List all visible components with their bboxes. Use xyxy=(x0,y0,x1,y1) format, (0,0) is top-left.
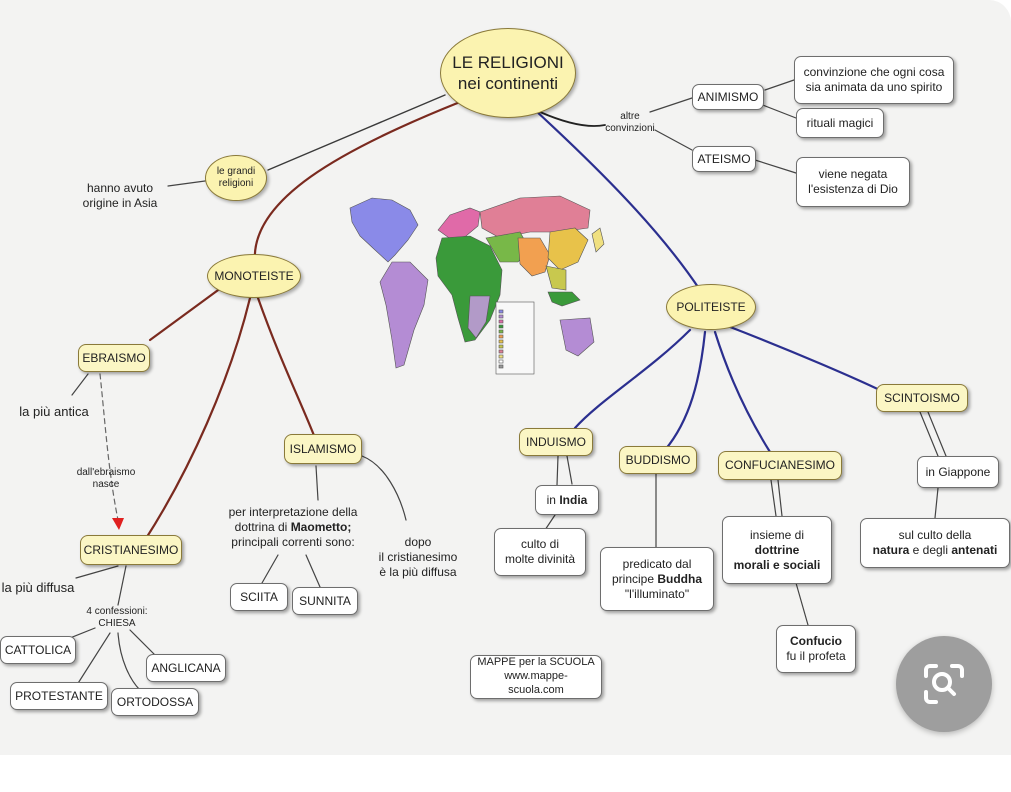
buddismo-def-node: predicato dal principe Buddha "l'illumin… xyxy=(600,547,714,611)
politeiste-node: POLITEISTE xyxy=(666,284,756,330)
cattolica-node: CATTOLICA xyxy=(0,636,76,664)
scint-mid: e degli xyxy=(909,543,952,557)
monoteiste-node: MONOTEISTE xyxy=(207,254,301,298)
sunnita-node: SUNNITA xyxy=(292,587,358,615)
antenati-text: antenati xyxy=(951,543,998,557)
center-subtitle: nei continenti xyxy=(457,74,559,93)
protestante-node: PROTESTANTE xyxy=(10,682,108,710)
interpretazione-post: principali correnti sono: xyxy=(231,534,355,549)
confessioni-text: 4 confessioni: CHIESA xyxy=(86,605,148,630)
concept-map: LE RELIGIONI nei continenti le grandi re… xyxy=(0,0,1011,755)
scint-pre: sul culto della xyxy=(898,528,972,542)
natura-text: natura xyxy=(872,543,910,557)
buddha-text: Buddha xyxy=(657,571,703,586)
sciita-node: SCIITA xyxy=(230,583,288,611)
visual-search-button[interactable] xyxy=(896,636,992,732)
world-map xyxy=(349,195,605,375)
ortodossa-node: ORTODOSSA xyxy=(111,688,199,716)
dottrine-text: dottrine morali e sociali xyxy=(733,542,821,572)
anglicana-node: ANGLICANA xyxy=(146,654,226,682)
confucianesimo-node: CONFUCIANESIMO xyxy=(718,451,842,480)
ebraismo-node: EBRAISMO xyxy=(78,344,150,372)
confucio-post: fu il profeta xyxy=(786,649,846,663)
ateismo-node: ATEISMO xyxy=(692,146,756,172)
dall-ebraismo-text: dall'ebraismo nasce xyxy=(76,466,136,491)
confucio-node: Confucio fu il profeta xyxy=(776,625,856,673)
visual-search-icon xyxy=(924,664,964,704)
in-label: in xyxy=(546,492,560,507)
conf-pre: insieme di xyxy=(749,527,805,542)
islamismo-node: ISLAMISMO xyxy=(284,434,362,464)
confucio-text: Confucio xyxy=(790,634,842,648)
scintoismo-def-node: sul culto della natura e degli antenati xyxy=(860,518,1010,568)
buddismo-node: BUDDISMO xyxy=(619,446,697,474)
induismo-def-node: culto di molte divinità xyxy=(494,528,586,576)
scintoismo-node: SCINTOISMO xyxy=(876,384,968,412)
animismo-def-node: convinzione che ogni cosa sia animata da… xyxy=(794,56,954,104)
connector-lines xyxy=(64,79,947,691)
piu-diffusa-text: la più diffusa xyxy=(1,579,75,595)
ateismo-def-node: viene negata l'esistenza di Dio xyxy=(796,157,910,207)
arrow-head-icon xyxy=(112,518,124,530)
india-text: India xyxy=(559,492,588,507)
induismo-node: INDUISMO xyxy=(519,428,593,456)
grandi-religioni-node: le grandi religioni xyxy=(205,155,267,201)
cristianesimo-node: CRISTIANESIMO xyxy=(80,535,182,565)
animismo-node: ANIMISMO xyxy=(692,84,764,110)
center-topic: LE RELIGIONI nei continenti xyxy=(440,28,576,118)
interpretazione-pre: per interpretazione della dottrina di xyxy=(228,504,358,534)
center-title: LE RELIGIONI xyxy=(452,52,564,72)
in-giappone-node: in Giappone xyxy=(917,456,999,488)
buddismo-post: "l'illuminato" xyxy=(624,586,690,601)
piu-antica-text: la più antica xyxy=(19,403,89,419)
origine-asia-text: hanno avuto origine in Asia xyxy=(82,181,158,210)
altre-convinzioni-text: altre convinzioni xyxy=(605,110,655,135)
credits-box: MAPPE per la SCUOLA www.mappe-scuola.com xyxy=(470,655,602,699)
interpretazione-text: per interpretazione della dottrina di Ma… xyxy=(218,500,368,554)
dopo-cristianesimo-text: dopo il cristianesimo è la più diffusa xyxy=(378,534,458,579)
maometto-text: Maometto; xyxy=(290,519,352,534)
confucianesimo-def-node: insieme di dottrine morali e sociali xyxy=(722,516,832,584)
buddismo-pre: predicato dal principe xyxy=(611,556,692,586)
rituali-node: rituali magici xyxy=(796,108,884,138)
in-india-node: in India xyxy=(535,485,599,515)
